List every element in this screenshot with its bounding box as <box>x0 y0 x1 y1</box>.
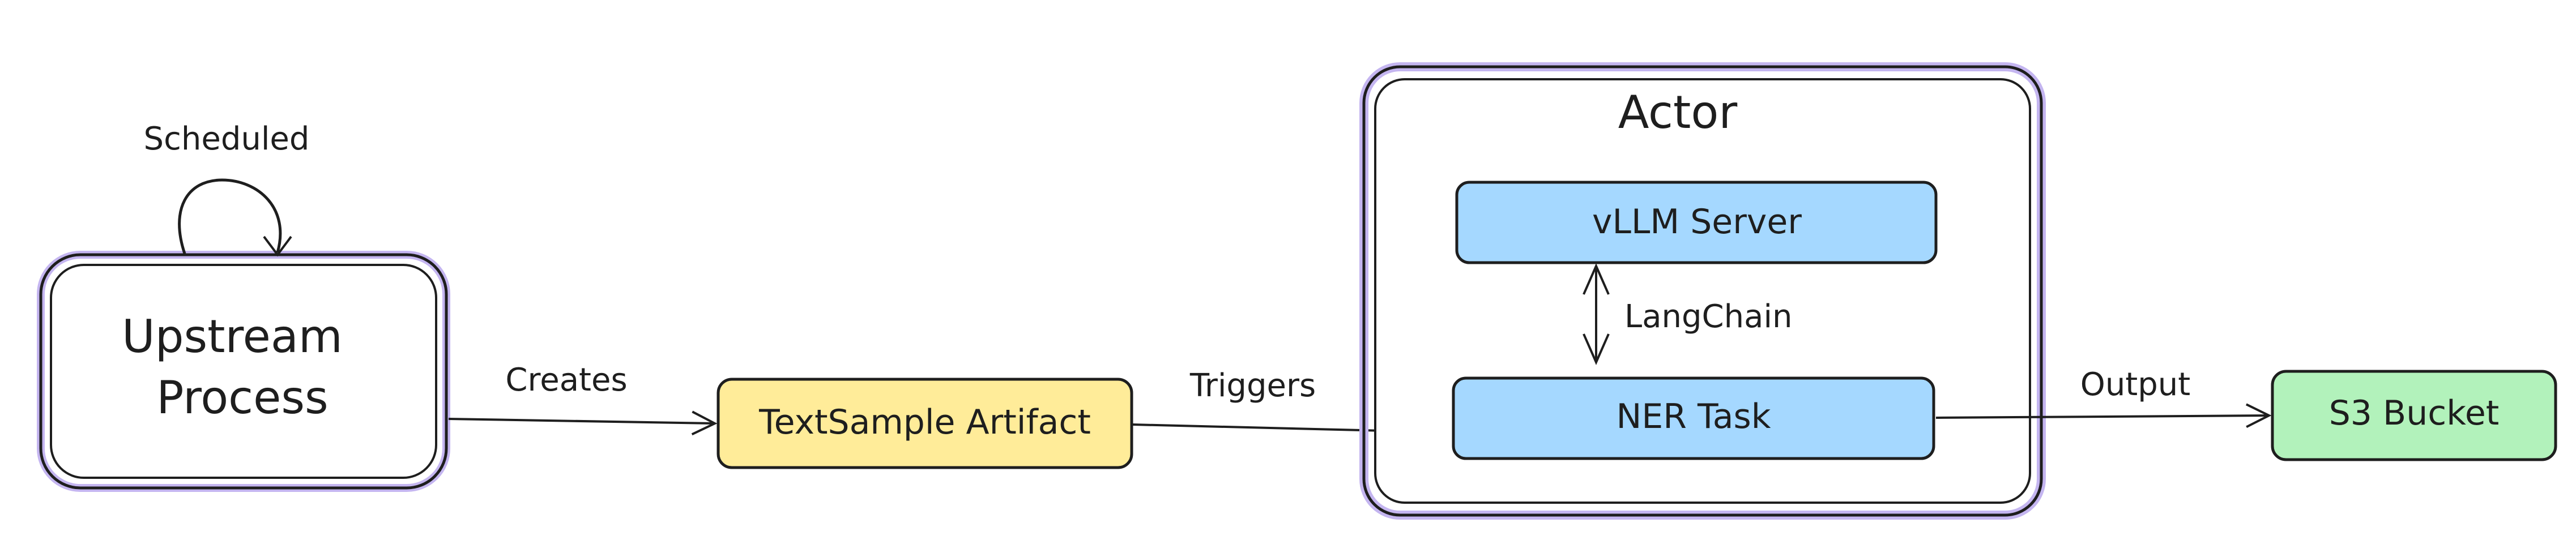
vllm-server-label: vLLM Server <box>1592 202 1802 242</box>
creates-arrow <box>448 419 715 423</box>
upstream-process-node[interactable]: Upstream Process <box>37 251 450 492</box>
vllm-server-box <box>1455 181 1938 264</box>
langchain-arrow-up-head <box>1583 263 1610 295</box>
ner-task-box <box>1452 376 1935 460</box>
ner-task-node[interactable]: NER Task <box>1452 376 1935 460</box>
langchain-edge: LangChain <box>1583 263 1793 365</box>
scheduled-loop-arrow <box>178 178 282 254</box>
creates-edge: Creates <box>448 362 715 423</box>
actor-label: Actor <box>1618 86 1738 139</box>
s3-bucket-label: S3 Bucket <box>2329 393 2500 433</box>
scheduled-loop: Scheduled <box>144 121 310 257</box>
triggers-edge: Triggers <box>1132 367 1453 432</box>
actor-container-box <box>1362 65 2043 517</box>
vllm-server-node[interactable]: vLLM Server <box>1455 181 1938 264</box>
textsample-artifact-node[interactable]: TextSample Artifact <box>716 378 1133 469</box>
langchain-arrow-down-head <box>1583 333 1610 365</box>
upstream-process-label-line1: Upstream <box>122 310 343 363</box>
textsample-artifact-label: TextSample Artifact <box>758 402 1091 442</box>
ner-task-label: NER Task <box>1616 397 1771 436</box>
output-label: Output <box>2080 366 2191 403</box>
creates-label: Creates <box>505 362 627 399</box>
langchain-label: LangChain <box>1624 298 1793 335</box>
triggers-label: Triggers <box>1189 367 1316 404</box>
scheduled-label: Scheduled <box>144 121 310 157</box>
upstream-process-label-line2: Process <box>156 371 328 424</box>
upstream-process-box <box>39 253 448 490</box>
output-arrow <box>1935 415 2269 418</box>
s3-bucket-box <box>2271 370 2557 461</box>
output-edge: Output <box>1935 366 2269 418</box>
s3-bucket-node[interactable]: S3 Bucket <box>2271 370 2557 461</box>
textsample-artifact-box <box>716 378 1133 469</box>
